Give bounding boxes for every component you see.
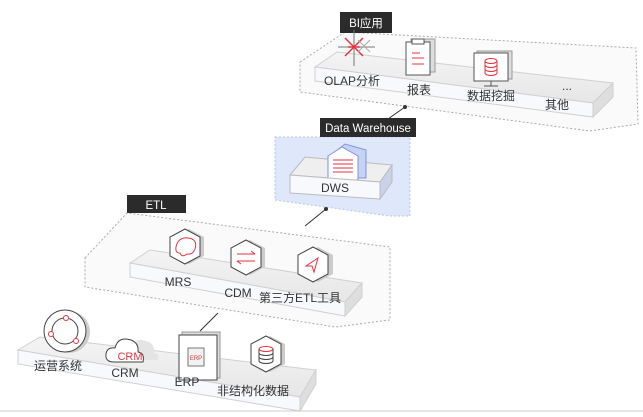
bi-item-label: 报表 [407, 82, 431, 97]
etl-tag-text: ETL [145, 200, 167, 212]
more-icon: ... [562, 79, 572, 93]
sources-layer: CRM ERP 运营系统 CRM ERP 非结构化数据 [16, 309, 317, 413]
etl-layer: ETL MRS CDM 第三方ETL工具 [84, 195, 391, 328]
bi-layer: BI应用 ... OLAP分 [299, 12, 639, 132]
bi-item-label: OLAP分析 [324, 74, 380, 88]
etl-tag [127, 195, 186, 213]
unstructured-data-icon [250, 335, 285, 373]
svg-text:ERP: ERP [190, 356, 202, 362]
sources-platform-side [299, 368, 317, 413]
bi-tag-text: BI应用 [349, 16, 383, 30]
svg-text:CRM: CRM [117, 351, 142, 363]
source-item-label: CRM [111, 366, 138, 380]
dws-platform-side [379, 163, 393, 201]
dw-layer: Data Warehouse DWS [274, 118, 416, 217]
mrs-icon [169, 228, 204, 265]
cdm-icon [230, 239, 265, 276]
dw-item-label: DWS [321, 181, 349, 195]
bi-tag [340, 12, 392, 33]
report-icon [405, 38, 436, 76]
data-mining-icon [473, 50, 513, 87]
bi-platform-side [592, 81, 614, 119]
third-party-etl-icon [297, 246, 333, 283]
bi-item-label: 数据挖掘 [467, 88, 515, 103]
source-item-label: 运营系统 [34, 359, 82, 373]
crm-cloud-icon: CRM [105, 338, 159, 363]
connector-sources-etl [199, 312, 219, 332]
dw-tag-text: Data Warehouse [325, 123, 411, 135]
connector-etl-dw [304, 207, 328, 227]
source-item-label: ERP [175, 375, 200, 389]
source-item-label: 非结构化数据 [217, 383, 289, 398]
bi-item-label: 其他 [545, 98, 569, 112]
olap-icon [338, 30, 375, 66]
etl-item-label: CDM [224, 286, 251, 300]
etl-item-label: MRS [165, 275, 192, 289]
etl-item-label: 第三方ETL工具 [259, 290, 341, 305]
erp-icon: ERP [178, 331, 221, 381]
ops-system-icon [43, 309, 90, 353]
etl-platform-side [344, 281, 363, 318]
dw-tag [320, 118, 416, 137]
warehouse-icon [327, 143, 367, 181]
